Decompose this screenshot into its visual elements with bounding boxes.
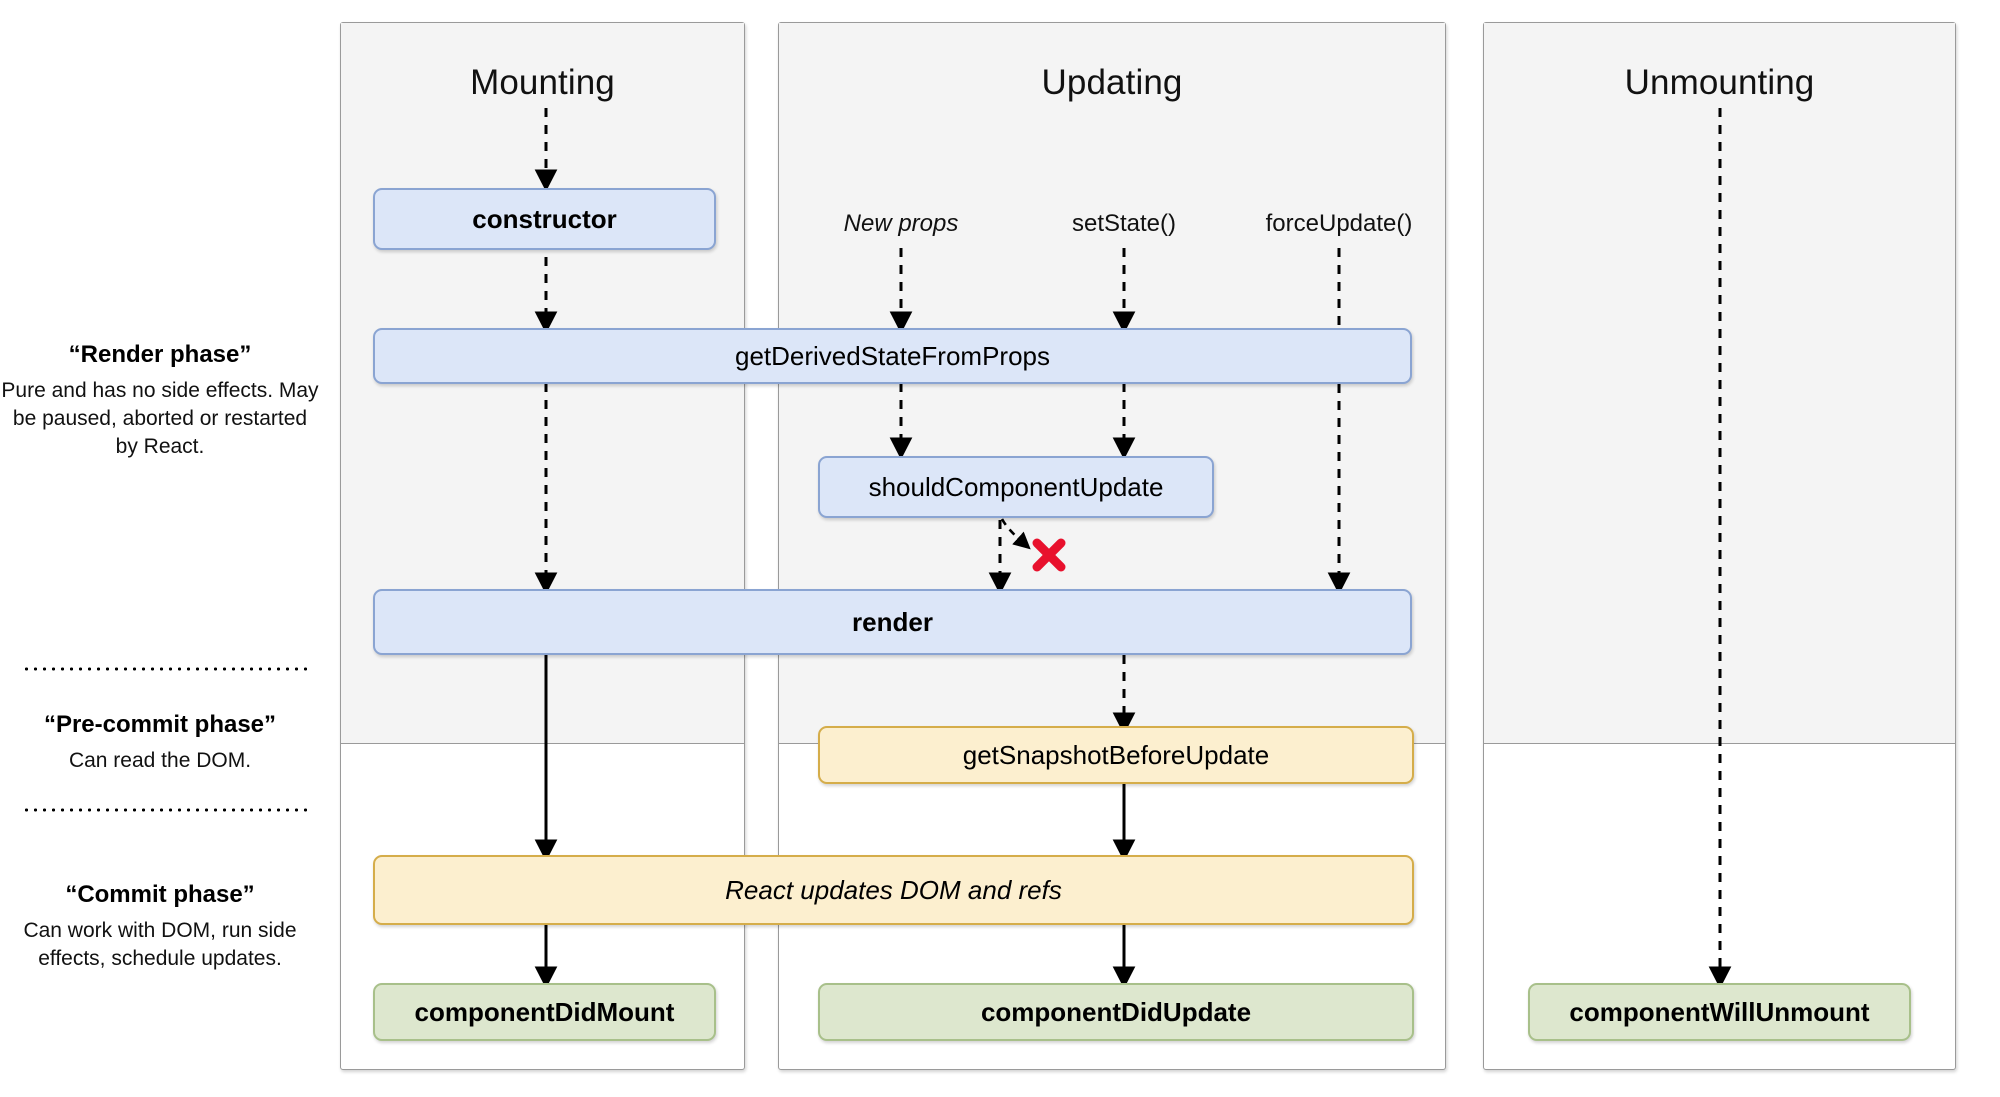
column-mounting-title: Mounting: [470, 63, 615, 102]
phase-pre-commit-name: “Pre-commit phase”: [43, 711, 277, 738]
phase-render-name: “Render phase”: [68, 341, 252, 368]
phase-render: “Render phase” Pure and has no side effe…: [0, 340, 320, 461]
phase-pre-commit: “Pre-commit phase” Can read the DOM.: [0, 710, 320, 775]
abort-marker: [1032, 538, 1066, 572]
node-component-will-unmount[interactable]: componentWillUnmount: [1528, 983, 1911, 1041]
column-unmounting-title: Unmounting: [1624, 63, 1815, 102]
trigger-set-state: setState(): [1071, 210, 1177, 237]
phase-commit-description: Can work with DOM, run side effects, sch…: [23, 919, 297, 970]
node-react-updates-dom-and-refs[interactable]: React updates DOM and refs: [373, 855, 1414, 925]
phase-pre-commit-description: Can read the DOM.: [68, 749, 252, 772]
node-should-component-update[interactable]: shouldComponentUpdate: [818, 456, 1214, 518]
trigger-force-update: forceUpdate(): [1265, 210, 1413, 237]
phase-divider-precommit-commit: [22, 808, 310, 812]
phase-commit-name: “Commit phase”: [65, 881, 255, 908]
phase-commit: “Commit phase” Can work with DOM, run si…: [0, 880, 320, 973]
node-get-derived-state-from-props[interactable]: getDerivedStateFromProps: [373, 328, 1412, 384]
node-component-did-update[interactable]: componentDidUpdate: [818, 983, 1414, 1041]
node-render[interactable]: render: [373, 589, 1412, 655]
column-updating-title: Updating: [1041, 63, 1183, 102]
trigger-new-props: New props: [843, 210, 959, 237]
node-component-did-mount[interactable]: componentDidMount: [373, 983, 716, 1041]
phase-render-description: Pure and has no side effects. May be pau…: [1, 379, 319, 458]
node-constructor[interactable]: constructor: [373, 188, 716, 250]
phase-divider-render-precommit: [22, 667, 310, 671]
node-get-snapshot-before-update[interactable]: getSnapshotBeforeUpdate: [818, 726, 1414, 784]
